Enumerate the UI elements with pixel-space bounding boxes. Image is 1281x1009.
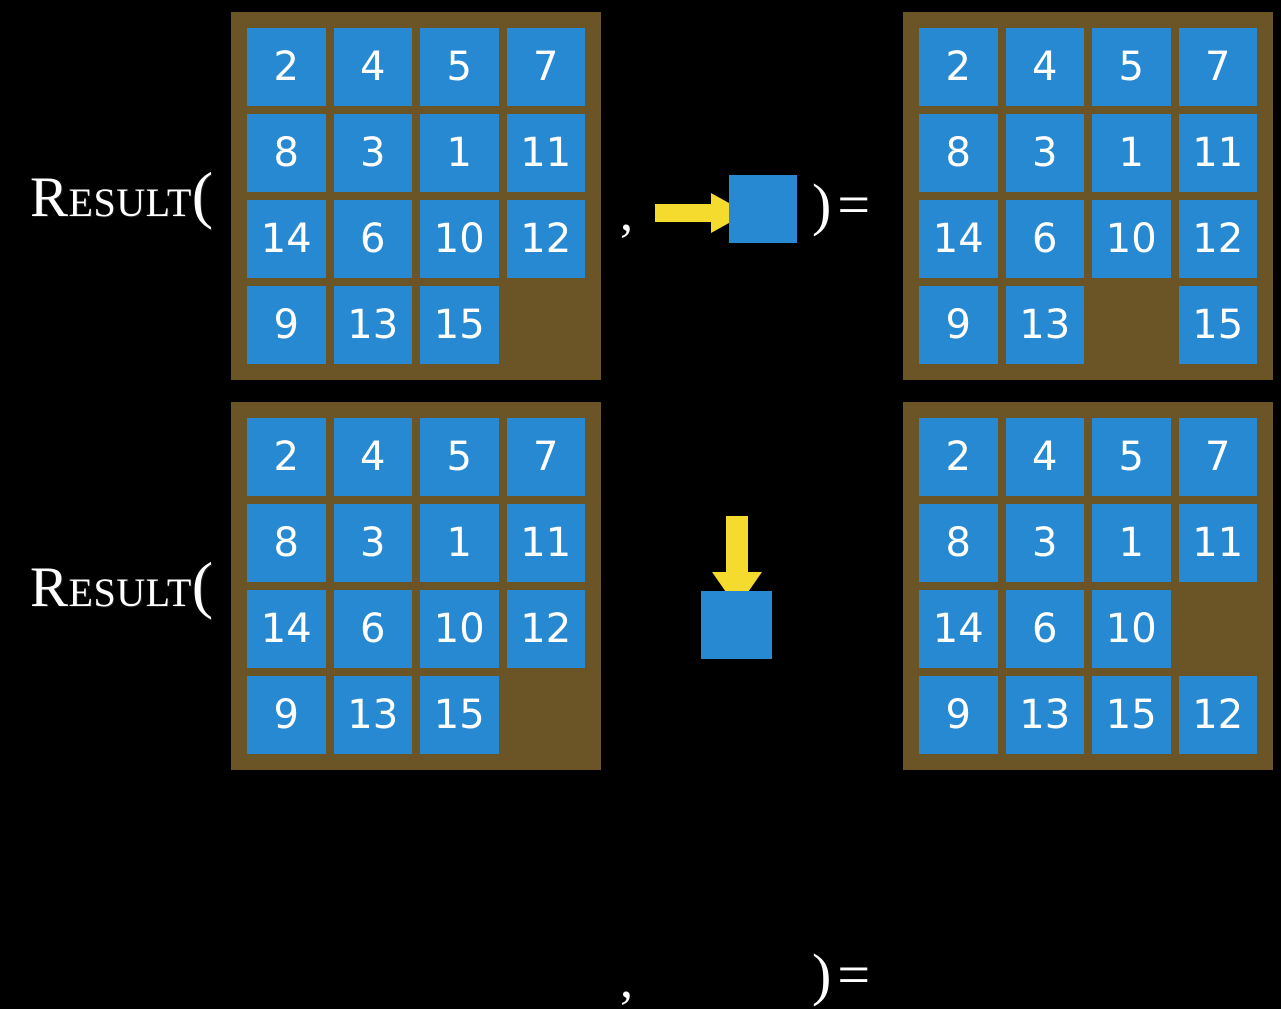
output-board-2-grid: 2 4 5 7 8 3 1 11 14 6 10 9 13 15 12 (919, 418, 1257, 754)
tile[interactable]: 9 (247, 286, 326, 364)
input-board-2-grid: 2 4 5 7 8 3 1 11 14 6 10 12 9 13 15 (247, 418, 585, 754)
result-word-1: Result (30, 166, 192, 229)
tile[interactable]: 12 (1178, 676, 1257, 754)
tile[interactable]: 13 (1005, 676, 1084, 754)
tile[interactable]: 1 (420, 504, 499, 582)
empty-slot (507, 676, 586, 754)
input-board-2: 2 4 5 7 8 3 1 11 14 6 10 12 9 13 15 (231, 402, 601, 770)
empty-slot (507, 286, 586, 364)
tile[interactable]: 9 (919, 286, 998, 364)
tile[interactable]: 11 (506, 114, 585, 192)
tile[interactable]: 7 (506, 418, 585, 496)
result-word-2: Result (30, 556, 192, 619)
tile[interactable]: 5 (1092, 418, 1171, 496)
tile[interactable]: 6 (1005, 590, 1084, 668)
tile[interactable]: 4 (333, 28, 412, 106)
arrow-down-icon (712, 516, 762, 608)
tile[interactable]: 1 (1092, 504, 1171, 582)
tile[interactable]: 2 (247, 418, 326, 496)
tile[interactable]: 11 (506, 504, 585, 582)
output-board-1: 2 4 5 7 8 3 1 11 14 6 10 12 9 13 15 (903, 12, 1273, 380)
slide-right-action[interactable] (650, 168, 810, 258)
output-board-2: 2 4 5 7 8 3 1 11 14 6 10 9 13 15 12 (903, 402, 1273, 770)
tile[interactable]: 6 (333, 200, 412, 278)
tile[interactable]: 4 (1005, 28, 1084, 106)
argument-separator-2: , (620, 952, 633, 1009)
tile[interactable]: 11 (1178, 504, 1257, 582)
tile[interactable]: 2 (919, 28, 998, 106)
tile[interactable]: 13 (333, 286, 412, 364)
open-paren-1: ( (191, 159, 214, 230)
tile[interactable]: 8 (247, 114, 326, 192)
tile[interactable]: 10 (420, 590, 499, 668)
equals-sign-2: = (837, 942, 877, 1007)
tile[interactable]: 7 (506, 28, 585, 106)
input-board-1-grid: 2 4 5 7 8 3 1 11 14 6 10 12 9 13 15 (247, 28, 585, 364)
tile[interactable]: 9 (919, 676, 998, 754)
tile[interactable]: 14 (247, 590, 326, 668)
tile[interactable]: 4 (333, 418, 412, 496)
tile[interactable]: 2 (247, 28, 326, 106)
close-paren-2: ) (812, 942, 838, 1007)
tile[interactable]: 7 (1178, 28, 1257, 106)
tile[interactable]: 4 (1005, 418, 1084, 496)
argument-separator-1: , (620, 185, 633, 242)
slide-down-action[interactable] (690, 508, 790, 668)
result-function-label-2: Result( (30, 553, 214, 617)
tile[interactable]: 3 (333, 504, 412, 582)
tile[interactable]: 12 (506, 590, 585, 668)
tile[interactable]: 9 (247, 676, 326, 754)
tile[interactable]: 10 (1092, 590, 1171, 668)
tile[interactable]: 15 (420, 286, 499, 364)
blue-tile-icon (701, 591, 772, 659)
input-board-1: 2 4 5 7 8 3 1 11 14 6 10 12 9 13 15 (231, 12, 601, 380)
tile[interactable]: 14 (247, 200, 326, 278)
blue-tile-icon (729, 175, 797, 243)
tile[interactable]: 3 (333, 114, 412, 192)
output-board-1-grid: 2 4 5 7 8 3 1 11 14 6 10 12 9 13 15 (919, 28, 1257, 364)
arrow-right-icon (655, 193, 747, 233)
tile[interactable]: 13 (1005, 286, 1084, 364)
tile[interactable]: 3 (1005, 114, 1084, 192)
tile[interactable]: 15 (1178, 286, 1257, 364)
tile[interactable]: 12 (1178, 200, 1257, 278)
tile[interactable]: 14 (919, 200, 998, 278)
tile[interactable]: 1 (1092, 114, 1171, 192)
equation-closer-2: )= (812, 946, 876, 1004)
tile[interactable]: 5 (420, 28, 499, 106)
equation-closer-1: )= (812, 176, 876, 234)
tile[interactable]: 14 (919, 590, 998, 668)
tile[interactable]: 5 (420, 418, 499, 496)
tile[interactable]: 7 (1178, 418, 1257, 496)
tile[interactable]: 15 (1092, 676, 1171, 754)
tile[interactable]: 10 (1092, 200, 1171, 278)
empty-slot (1179, 590, 1258, 668)
result-function-label-1: Result( (30, 163, 214, 227)
tile[interactable]: 6 (1005, 200, 1084, 278)
close-paren-1: ) (812, 172, 838, 237)
tile[interactable]: 3 (1005, 504, 1084, 582)
tile[interactable]: 11 (1178, 114, 1257, 192)
tile[interactable]: 8 (919, 504, 998, 582)
equation-row-2: Result( 2 4 5 7 8 3 1 11 14 6 10 12 9 13… (0, 390, 1281, 1007)
tile[interactable]: 5 (1092, 28, 1171, 106)
tile[interactable]: 13 (333, 676, 412, 754)
open-paren-2: ( (191, 549, 214, 620)
tile[interactable]: 6 (333, 590, 412, 668)
tile[interactable]: 1 (420, 114, 499, 192)
equation-row-1: Result( 2 4 5 7 8 3 1 11 14 6 10 12 9 13… (0, 0, 1281, 390)
tile[interactable]: 2 (919, 418, 998, 496)
tile[interactable]: 10 (420, 200, 499, 278)
empty-slot (1092, 286, 1171, 364)
equals-sign-1: = (837, 172, 877, 237)
tile[interactable]: 15 (420, 676, 499, 754)
tile[interactable]: 8 (919, 114, 998, 192)
tile[interactable]: 12 (506, 200, 585, 278)
tile[interactable]: 8 (247, 504, 326, 582)
